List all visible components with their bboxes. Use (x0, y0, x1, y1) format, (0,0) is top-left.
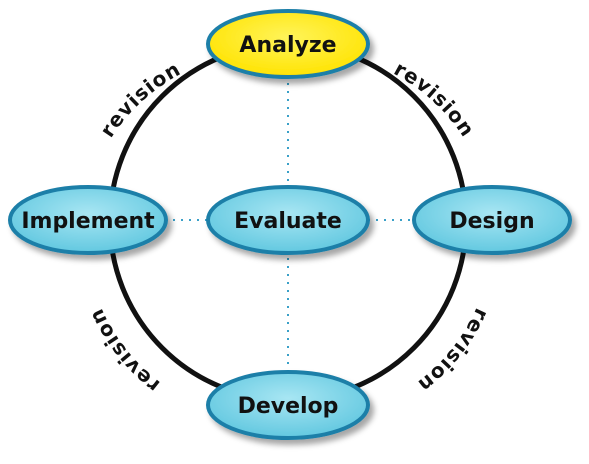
node-design (412, 185, 572, 255)
revision-label-bottom-left: revision (84, 305, 164, 398)
node-evaluate-label: Evaluate (234, 209, 342, 234)
node-analyze (206, 9, 370, 79)
node-implement-label: Implement (21, 209, 155, 234)
revision-label-top-right: revision (390, 56, 480, 141)
node-design-label: Design (449, 209, 534, 234)
node-evaluate (206, 185, 370, 255)
revision-label-bottom-left-text: revision (84, 305, 163, 398)
revision-label-top-right-text: revision (390, 56, 479, 141)
node-develop (206, 370, 370, 440)
revision-label-bottom-right-text: revision (413, 305, 493, 398)
node-implement (8, 185, 168, 255)
node-analyze-label: Analyze (239, 33, 336, 58)
revision-label-top-left-text: revision (95, 56, 184, 141)
node-develop-label: Develop (238, 394, 339, 419)
revision-label-top-left: revision (95, 56, 185, 141)
revision-label-bottom-right: revision (413, 305, 494, 398)
